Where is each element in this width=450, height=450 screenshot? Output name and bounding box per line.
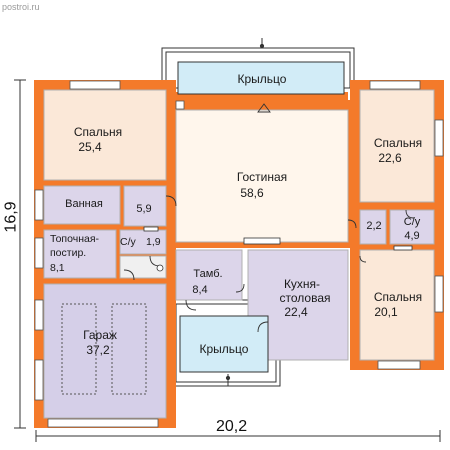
wc-left-area: 1,9 [146, 236, 161, 248]
garage-bays [61, 303, 147, 395]
wc-small [359, 209, 387, 245]
bath-small [123, 185, 167, 227]
watermark: postroi.ru [2, 2, 40, 12]
bedroom-nw-area: 25,4 [78, 140, 102, 154]
porch-front [177, 61, 345, 95]
living-room [175, 109, 349, 243]
bedroom-se [359, 249, 435, 361]
boiler-room [43, 229, 117, 279]
bedroom-ne-name: Спальня [373, 136, 423, 150]
wc-small-area: 2,2 [366, 220, 382, 232]
room-fills [43, 61, 435, 419]
wc-left-name: С/у [120, 236, 136, 248]
kitchen-name-1: Кухня- [283, 277, 321, 291]
living-name: Гостиная [236, 170, 288, 184]
entrance-markers [225, 38, 265, 386]
vestibule [175, 249, 243, 301]
wc-right-area: 4,9 [404, 230, 420, 242]
windows [34, 80, 444, 428]
bath-small-area: 5,9 [136, 203, 152, 215]
fixtures [143, 226, 413, 272]
dimension-height: 16,9 [2, 201, 20, 233]
bath-name: Ванная [65, 198, 103, 210]
boiler-name-2: постир. [50, 247, 87, 259]
bedroom-ne-area: 22,6 [378, 151, 402, 165]
boiler-area: 8,1 [50, 262, 65, 274]
porch-back [179, 315, 269, 373]
wc-right [389, 209, 435, 245]
bedroom-se-name: Спальня [373, 290, 423, 304]
doors [123, 103, 415, 333]
wc-right-name: С/у [403, 216, 421, 228]
porch-back-label: Крыльцо [199, 342, 249, 356]
dimension-width: 20,2 [216, 418, 248, 435]
bedroom-ne [359, 89, 435, 203]
bedroom-nw-name: Спальня [73, 125, 123, 139]
bedroom-nw [43, 89, 167, 181]
boiler-name-1: Топочная- [50, 233, 100, 245]
garage-area: 37,2 [86, 343, 110, 357]
kitchen-area: 22,4 [284, 305, 308, 319]
bedroom-se-area: 20,1 [374, 305, 398, 319]
living-area: 58,6 [240, 186, 264, 200]
garage-name: Гараж [83, 328, 117, 342]
vestibule-area: 8,4 [192, 284, 208, 296]
dimension-lines [14, 79, 441, 442]
wc-left [119, 229, 167, 255]
kitchen-name-2: столовая [279, 291, 331, 305]
vestibule-name: Тамб. [193, 268, 223, 280]
bath [43, 185, 121, 225]
porch-front-label: Крыльцо [237, 72, 287, 86]
